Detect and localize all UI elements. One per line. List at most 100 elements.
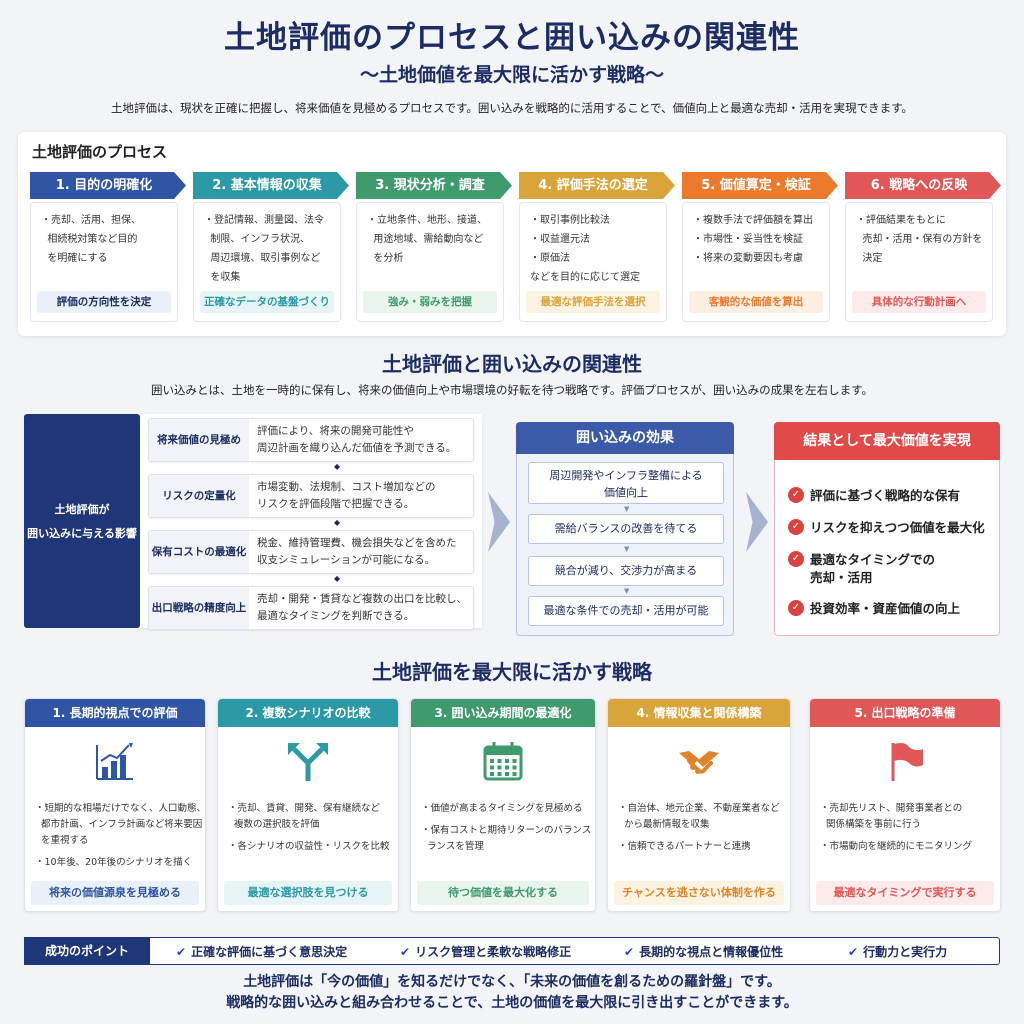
impact-row: 保有コストの最適化税金、維持管理費、機会損失などを含めた収支シミュレーションが可… (148, 530, 474, 574)
strategy-item-line: ・各シナリオの収益性・リスクを比較 (228, 841, 390, 852)
strategy-result: 将来の価値源泉を見極める (31, 881, 199, 905)
step-item: を明確にする (41, 253, 108, 264)
step-item: ・収益還元法 (530, 234, 590, 245)
strategy-item: ・売却先リスト、開発事業者との 関係構築を事前に行う (820, 801, 994, 833)
step-items: ・立地条件、地形、接道、 用途地域、需給動向など を分析 (357, 203, 503, 268)
strategy-result: 待つ価値を最大化する (417, 881, 589, 905)
process-step: 2. 基本情報の収集・登記情報、測量図、法令 制限、インフラ状況、 周辺環境、取… (193, 172, 349, 322)
strategy-card: 5. 出口戦略の準備・売却先リスト、開発事業者との 関係構築を事前に行う・市場動… (809, 698, 1001, 912)
strategy-item-line: ・保有コストと期待リターンのバランス (421, 825, 592, 836)
result-item: ✓最適なタイミングでの売却・活用 (788, 551, 998, 587)
strategy-item: ・売却、賃貸、開発、保有継続など 複数の選択肢を評価 (228, 801, 392, 833)
closing-text: 土地評価は「今の価値」を知るだけでなく、「未来の価値を創るための羅針盤」です。 … (0, 972, 1024, 1014)
impact-row: 出口戦略の精度向上売却・開発・賃貸など複数の出口を比較し、最適なタイミングを判断… (148, 586, 474, 630)
intro-text: 土地評価は、現状を正確に把握し、将来価値を見極めるプロセスです。囲い込みを戦略的… (111, 101, 913, 115)
down-arrow-icon: ◆ (334, 518, 341, 527)
impact-label: 出口戦略の精度向上 (149, 587, 249, 629)
strategy-item-line: から最新情報を収集 (618, 819, 710, 830)
success-bar (24, 937, 1000, 965)
strategy-item-line: ・価値が高まるタイミングを見極める (421, 803, 583, 814)
strategy-item-line: ・自治体、地元企業、不動産業者など (618, 803, 780, 814)
strategy-card: 4. 情報収集と関係構築・自治体、地元企業、不動産業者など から最新情報を収集・… (607, 698, 791, 912)
impact-text: 売却・開発・賃貸など複数の出口を比較し、最適なタイミングを判断できる。 (257, 591, 467, 625)
flow-chevron-icon (746, 492, 768, 552)
impact-text-line: 収支シミュレーションが可能になる。 (257, 554, 436, 566)
step-title: 5. 価値算定・検証 (682, 172, 838, 199)
impact-text-line: 市場変動、法規制、コスト増加などの (257, 481, 436, 493)
branch-arrows-icon (218, 739, 398, 785)
calendar-icon (411, 739, 595, 785)
strategy-item: ・価値が高まるタイミングを見極める (421, 801, 589, 817)
step-items: ・評価結果をもとに 売却・活用・保有の方針を 決定 (846, 203, 992, 268)
relation-heading: 土地評価と囲い込みの関連性 (382, 352, 642, 376)
strategy-items: ・売却、賃貸、開発、保有継続など 複数の選択肢を評価・各シナリオの収益性・リスク… (228, 801, 392, 861)
step-item: 決定 (856, 253, 883, 264)
strategy-result: 最適な選択肢を見つける (224, 881, 392, 905)
step-body: ・取引事例比較法・収益還元法・原価法などを目的に応じて選定最適な評価手法を選択 (519, 202, 667, 322)
strategy-item-line: ・売却先リスト、開発事業者との (820, 803, 963, 814)
success-item: ✔正確な評価に基づく意思決定 (176, 943, 347, 960)
relation-description: 囲い込みとは、土地を一時的に保有し、将来の価値向上や市場環境の好転を待つ戦略です… (151, 383, 873, 397)
process-panel (18, 132, 1006, 336)
effect-item-line: 競合が減り、交渉力が高まる (554, 564, 698, 577)
success-item-text: リスク管理と柔軟な戦略修正 (415, 945, 572, 959)
result-item: ✓リスクを抑えつつ価値を最大化 (788, 519, 998, 537)
impact-text: 税金、維持管理費、機会損失などを含めた収支シミュレーションが可能になる。 (257, 535, 457, 569)
impact-text: 市場変動、法規制、コスト増加などのリスクを評価段階で把握できる。 (257, 479, 436, 513)
step-item: 相続税対策など目的 (41, 234, 138, 245)
impact-label: 将来価値の見極め (149, 419, 249, 461)
step-items: ・売却、活用、担保、 相続税対策など目的 を明確にする (31, 203, 177, 268)
step-item: ・取引事例比較法 (530, 215, 610, 226)
strategy-result: チャンスを逃さない体制を作る (614, 881, 784, 905)
process-step: 3. 現状分析・調査・立地条件、地形、接道、 用途地域、需給動向など を分析強み… (356, 172, 512, 322)
step-result: 客観的な価値を算出 (689, 291, 823, 313)
step-item: ・評価結果をもとに (856, 215, 946, 226)
step-result: 強み・弱みを把握 (363, 291, 497, 313)
step-item: 周辺環境、取引事例など (204, 253, 321, 264)
strategy-item: ・各シナリオの収益性・リスクを比較 (228, 839, 392, 855)
flow-chevron-icon (488, 492, 510, 552)
step-item: ・売却、活用、担保、 (41, 215, 141, 226)
process-step: 4. 評価手法の選定・取引事例比較法・収益還元法・原価法などを目的に応じて選定最… (519, 172, 675, 322)
strategy-item: ・信頼できるパートナーと連携 (618, 839, 784, 855)
result-item-line: リスクを抑えつつ価値を最大化 (810, 520, 985, 535)
strategy-item-line: ・売却、賃貸、開発、保有継続など (228, 803, 381, 814)
effect-item-line: 需給バランスの改善を待てる (554, 522, 698, 535)
result-item-line: 投資効率・資産価値の向上 (810, 601, 961, 616)
result-item-text: 最適なタイミングでの売却・活用 (810, 551, 935, 587)
impact-title: 土地評価が 囲い込みに与える影響 (27, 503, 137, 540)
impact-text-line: 評価により、将来の開発可能性や (257, 425, 414, 437)
strategy-item: ・10年後、20年後のシナリオを描く (35, 855, 199, 871)
step-item: 制限、インフラ状況、 (204, 234, 311, 245)
result-item: ✓評価に基づく戦略的な保有 (788, 487, 998, 505)
strategy-title: 2. 複数シナリオの比較 (218, 699, 398, 727)
handshake-icon (608, 739, 790, 785)
success-item: ✔ リスク管理と柔軟な戦略修正 (400, 943, 571, 960)
strategy-item: ・自治体、地元企業、不動産業者など から最新情報を収集 (618, 801, 784, 833)
down-arrow-icon: ▼ (624, 545, 630, 553)
step-item: を収集 (204, 272, 241, 283)
strategy-item: ・市場動向を継続的にモニタリング (820, 839, 994, 855)
step-title: 6. 戦略への反映 (845, 172, 1001, 199)
effect-item-line: 周辺開発やインフラ整備による (549, 469, 703, 482)
step-result: 正確なデータの基盤づくり (200, 291, 334, 313)
effect-item-line: 価値向上 (604, 486, 648, 499)
step-body: ・立地条件、地形、接道、 用途地域、需給動向など を分析強み・弱みを把握 (356, 202, 504, 322)
check-icon: ✔ (400, 945, 411, 959)
strategy-item: ・保有コストと期待リターンのバランス ランスを管理 (421, 823, 592, 855)
step-item: などを目的に応じて選定 (530, 272, 640, 283)
step-body: ・複数手法で評価額を算出・市場性・妥当性を検証・将来の変動要因も考慮客観的な価値… (682, 202, 830, 322)
impact-row: リスクの定量化市場変動、法規制、コスト増加などのリスクを評価段階で把握できる。 (148, 474, 474, 518)
strategy-item-line: を重視する (35, 835, 89, 846)
result-item-line: 評価に基づく戦略的な保有 (810, 488, 961, 503)
step-items: ・取引事例比較法・収益還元法・原価法などを目的に応じて選定 (520, 203, 666, 287)
impact-title-box: 土地評価が 囲い込みに与える影響 (24, 414, 140, 628)
impact-text-line: 周辺計画を織り込んだ価値を予測できる。 (257, 442, 457, 454)
step-title: 1. 目的の明確化 (30, 172, 186, 199)
success-item-text: 正確な評価に基づく意思決定 (191, 945, 348, 959)
effect-item-line: 最適な条件での売却・活用が可能 (543, 604, 709, 617)
strategy-item: ・短期的な相場だけでなく、人口動態、 都市計画、インフラ計画など将来要因 を重視… (35, 801, 206, 849)
success-item-text: 長期的な視点と情報優位性 (639, 945, 784, 959)
success-label: 成功のポイント (24, 937, 150, 965)
down-arrow-icon: ◆ (334, 574, 341, 583)
